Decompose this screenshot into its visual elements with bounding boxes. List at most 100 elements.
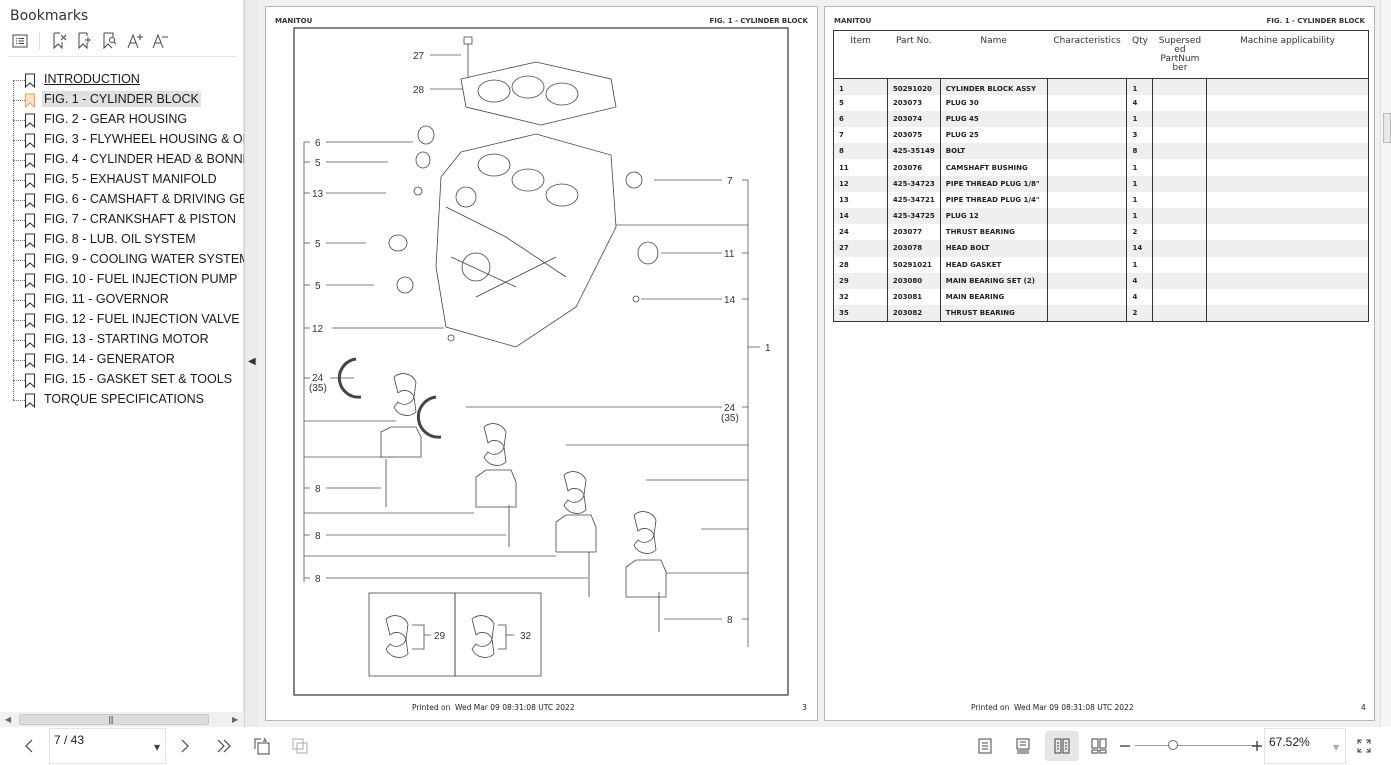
rotate-button[interactable] <box>249 735 275 757</box>
vertical-scrollbar[interactable] <box>1380 0 1391 727</box>
sidebar-horizontal-scrollbar[interactable]: ◀ ||| ▶ <box>0 712 244 727</box>
slider-knob[interactable] <box>1168 740 1179 750</box>
add-bookmark-icon[interactable] <box>73 30 97 52</box>
continuous-view-button[interactable] <box>1010 735 1036 757</box>
cell-qty: 4 <box>1126 272 1154 289</box>
zoom-in-button[interactable] <box>1249 735 1265 757</box>
cell-characteristics <box>1047 159 1128 176</box>
cell-qty: 1 <box>1126 191 1154 208</box>
bookmark-item[interactable]: FIG. 12 - FUEL INJECTION VALVE <box>0 310 244 330</box>
bookmark-item[interactable]: FIG. 4 - CYLINDER HEAD & BONNET <box>0 150 244 170</box>
slider-track[interactable] <box>1135 745 1255 746</box>
col-header-qty: Qty <box>1126 30 1153 79</box>
cell-part-no: 425-34721 <box>887 191 941 208</box>
fullscreen-button[interactable] <box>1351 735 1377 757</box>
bookmark-icon <box>24 133 36 148</box>
callout-8: 8 <box>315 484 321 495</box>
cell-item: 8 <box>833 143 888 160</box>
cell-machine-applicability <box>1206 110 1369 128</box>
zoom-out-button[interactable] <box>1117 735 1133 757</box>
bookmark-icon <box>24 193 36 208</box>
cell-qty: 2 <box>1126 305 1154 322</box>
bookmark-item[interactable]: FIG. 2 - GEAR HOUSING <box>0 110 244 130</box>
bookmark-item[interactable]: FIG. 7 - CRANKSHAFT & PISTON <box>0 210 244 230</box>
bookmark-options-icon[interactable] <box>8 30 32 52</box>
collapse-sidebar-icon[interactable]: ◀ <box>248 356 256 367</box>
bookmark-icon <box>24 213 36 228</box>
cell-qty: 1 <box>1126 110 1154 128</box>
cell-machine-applicability <box>1206 272 1369 289</box>
cell-machine-applicability <box>1206 94 1369 111</box>
col-header-superseded: Supersed ed PartNum ber <box>1152 30 1207 79</box>
bookmark-item[interactable]: FIG. 10 - FUEL INJECTION PUMP <box>0 270 244 290</box>
page-number-input[interactable]: 7 / 43 ▼ <box>49 728 166 764</box>
bookmark-item[interactable]: FIG. 9 - COOLING WATER SYSTEM <box>0 250 244 270</box>
scrollbar-thumb[interactable]: ||| <box>19 714 209 725</box>
cell-name: CYLINDER BLOCK ASSY <box>940 78 1048 95</box>
printed-date: Wed Mar 09 08:31:08 UTC 2022 <box>1014 703 1134 712</box>
callout-5: 5 <box>315 281 321 292</box>
col-header-characteristics: Characteristics <box>1047 30 1127 79</box>
bookmark-item[interactable]: INTRODUCTION <box>0 70 244 90</box>
bookmark-item[interactable]: FIG. 8 - LUB. OIL SYSTEM <box>0 230 244 250</box>
dropdown-arrow-icon[interactable]: ▼ <box>154 743 161 752</box>
delete-bookmark-icon[interactable] <box>48 30 72 52</box>
tree-connector <box>13 160 25 161</box>
cell-machine-applicability <box>1206 240 1369 257</box>
single-page-view-button[interactable] <box>972 735 998 757</box>
decrease-font-icon[interactable] <box>148 30 172 52</box>
sidebar-collapse-strip[interactable]: ◀ <box>244 0 258 727</box>
next-page-button[interactable] <box>172 735 198 757</box>
cell-superseded <box>1152 272 1208 289</box>
bookmark-item[interactable]: FIG. 14 - GENERATOR <box>0 350 244 370</box>
scroll-left-arrow-icon[interactable]: ◀ <box>5 715 12 724</box>
tree-connector <box>13 100 25 101</box>
find-bookmark-icon[interactable] <box>98 30 122 52</box>
bookmark-label: FIG. 3 - FLYWHEEL HOUSING & OIL SUMP <box>44 132 244 146</box>
compare-button[interactable] <box>287 735 313 757</box>
tree-connector <box>13 220 25 221</box>
cell-machine-applicability <box>1206 143 1369 160</box>
cell-item: 7 <box>833 127 888 144</box>
callout-14: 14 <box>724 295 736 306</box>
callout-7: 7 <box>727 176 733 187</box>
tree-connector <box>13 400 25 401</box>
zoom-level-value: 67.52% <box>1269 735 1310 749</box>
cell-characteristics <box>1047 127 1128 144</box>
increase-font-icon[interactable] <box>123 30 147 52</box>
page-brand: MANITOU <box>834 17 872 25</box>
bookmark-item[interactable]: FIG. 5 - EXHAUST MANIFOLD <box>0 170 244 190</box>
bookmark-item[interactable]: FIG. 11 - GOVERNOR <box>0 290 244 310</box>
bookmark-item[interactable]: FIG. 1 - CYLINDER BLOCK <box>0 90 244 110</box>
zoom-slider[interactable] <box>1135 740 1255 750</box>
bookmark-item[interactable]: FIG. 15 - GASKET SET & TOOLS <box>0 370 244 390</box>
bookmark-item[interactable]: FIG. 13 - STARTING MOTOR <box>0 330 244 350</box>
zoom-level-input[interactable]: 67.52% ▼ <box>1264 728 1346 764</box>
previous-page-button[interactable] <box>16 735 42 757</box>
bookmark-item[interactable]: TORQUE SPECIFICATIONS <box>0 390 244 410</box>
toolbar-divider <box>39 32 40 50</box>
bookmark-item[interactable]: FIG. 6 - CAMSHAFT & DRIVING GEAR <box>0 190 244 210</box>
double-chevron-right-icon <box>217 739 231 753</box>
tree-connector <box>13 200 25 201</box>
cell-machine-applicability <box>1206 78 1369 95</box>
page-3: MANITOU FIG. 1 - CYLINDER BLOCK <box>265 6 818 721</box>
scrollbar-thumb[interactable] <box>1383 113 1391 143</box>
panel-title: Bookmarks <box>10 8 89 24</box>
dropdown-arrow-icon[interactable]: ▼ <box>1333 743 1340 752</box>
last-page-button[interactable] <box>211 735 237 757</box>
tree-connector <box>13 380 25 381</box>
bottom-toolbar: 7 / 43 ▼ <box>0 727 1391 765</box>
bookmark-item[interactable]: FIG. 3 - FLYWHEEL HOUSING & OIL SUMP <box>0 130 244 150</box>
scroll-right-arrow-icon[interactable]: ▶ <box>232 715 239 724</box>
single-page-icon <box>978 738 992 754</box>
cell-qty: 2 <box>1126 224 1154 241</box>
two-page-continuous-view-button[interactable] <box>1086 735 1112 757</box>
two-page-view-button[interactable] <box>1045 731 1079 761</box>
bookmark-label: FIG. 14 - GENERATOR <box>44 352 175 366</box>
document-view: MANITOU FIG. 1 - CYLINDER BLOCK <box>258 0 1380 727</box>
